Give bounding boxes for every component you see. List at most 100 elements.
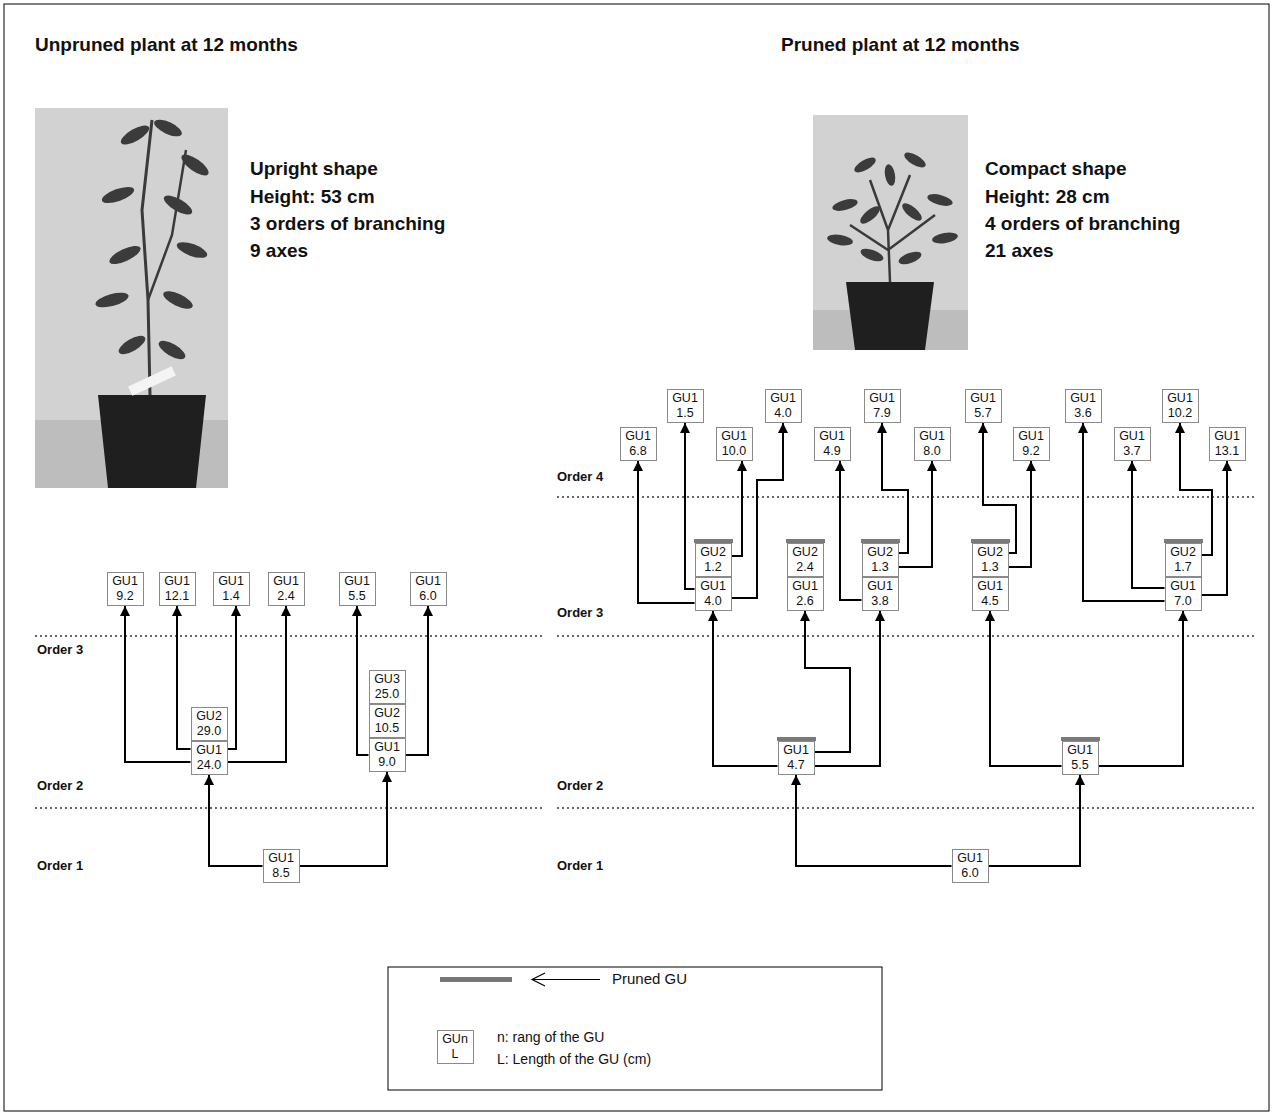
pruned-photo bbox=[813, 115, 968, 350]
growth-unit-box: GU18.0 bbox=[914, 427, 951, 461]
order-lines bbox=[35, 497, 1255, 808]
box-text: 10.5 bbox=[374, 721, 401, 736]
box-text: 6.0 bbox=[957, 866, 984, 881]
growth-unit-box: GU21.3 bbox=[862, 543, 899, 577]
branch-arrow bbox=[805, 611, 850, 752]
box-text: 4.0 bbox=[700, 594, 727, 609]
box-text: 3.6 bbox=[1070, 406, 1097, 421]
leaf bbox=[900, 200, 925, 223]
growth-unit-box: GU11.4 bbox=[213, 572, 250, 606]
panel-heading: Pruned plant at 12 months bbox=[781, 34, 1020, 57]
growth-unit-box: GU13.7 bbox=[1114, 427, 1151, 461]
legend-pointer bbox=[532, 979, 600, 980]
box-text: 6.0 bbox=[415, 589, 442, 604]
box-text: GU1 bbox=[218, 574, 245, 589]
leaf bbox=[831, 197, 859, 213]
box-text: GU1 bbox=[415, 574, 442, 589]
box-text: 12.1 bbox=[164, 589, 191, 604]
box-text: GU1 bbox=[977, 579, 1004, 594]
box-text: GU1 bbox=[112, 574, 139, 589]
box-text: GU1 bbox=[869, 391, 896, 406]
growth-unit-box: GU21.7 bbox=[1165, 543, 1202, 577]
box-text: L bbox=[442, 1047, 469, 1062]
box-text: 7.0 bbox=[1170, 594, 1197, 609]
growth-unit-box: GU113.1 bbox=[1209, 427, 1246, 461]
box-text: 4.0 bbox=[770, 406, 797, 421]
order-label: Order 2 bbox=[557, 778, 603, 794]
plant-description: 3 orders of branching bbox=[250, 213, 445, 236]
box-text: GU2 bbox=[196, 709, 223, 724]
growth-unit-box: GU17.0 bbox=[1165, 577, 1202, 611]
box-text: GU1 bbox=[1067, 743, 1094, 758]
growth-unit-box: GU16.0 bbox=[410, 572, 447, 606]
pruned-mark bbox=[777, 737, 816, 741]
plant-description: Height: 53 cm bbox=[250, 186, 375, 209]
box-text: 5.5 bbox=[344, 589, 371, 604]
growth-unit-box: GU22.4 bbox=[787, 543, 824, 577]
box-text: GU1 bbox=[268, 851, 295, 866]
box-text: 1.2 bbox=[700, 560, 727, 575]
legend-note: n: rang of the GU bbox=[497, 1029, 604, 1046]
growth-unit-box: GU18.5 bbox=[263, 849, 300, 883]
legend-text: Pruned GU bbox=[612, 970, 687, 988]
plant-description: 21 axes bbox=[985, 240, 1054, 263]
branch-arrow bbox=[125, 606, 191, 762]
box-text: GU2 bbox=[374, 706, 401, 721]
box-text: GU1 bbox=[867, 579, 894, 594]
growth-unit-box: GU16.0 bbox=[952, 849, 989, 883]
leaf bbox=[116, 332, 148, 357]
box-text: GU1 bbox=[374, 740, 401, 755]
branch-arrow bbox=[990, 611, 1062, 766]
box-text: GU1 bbox=[700, 579, 727, 594]
box-text: 4.9 bbox=[819, 444, 846, 459]
leaf bbox=[826, 233, 853, 247]
growth-unit-box: GU13.8 bbox=[862, 577, 899, 611]
branch-arrow bbox=[882, 423, 908, 553]
growth-unit-box: GU12.6 bbox=[787, 577, 824, 611]
box-text: 6.8 bbox=[625, 444, 652, 459]
growth-unit-box: GU110.0 bbox=[716, 427, 753, 461]
leaf bbox=[859, 246, 885, 264]
branch-arrow bbox=[713, 611, 778, 766]
growth-unit-box: GU21.3 bbox=[972, 543, 1009, 577]
branch-arrow bbox=[177, 606, 191, 749]
order-label: Order 1 bbox=[557, 858, 603, 874]
plant-stem bbox=[142, 120, 152, 395]
plant-description: 9 axes bbox=[250, 240, 308, 263]
box-text: 8.0 bbox=[919, 444, 946, 459]
branch-arrow bbox=[209, 775, 263, 866]
leaf bbox=[902, 150, 928, 171]
pruned-mark bbox=[971, 539, 1010, 543]
leaf bbox=[152, 116, 184, 140]
legend-frame bbox=[388, 967, 882, 1090]
order-label: Order 3 bbox=[557, 605, 603, 621]
pruned-mark bbox=[1164, 539, 1203, 543]
box-text: GU1 bbox=[970, 391, 997, 406]
plant-pot bbox=[98, 395, 206, 488]
box-text: GU1 bbox=[957, 851, 984, 866]
branch-arrow bbox=[840, 461, 862, 600]
growth-unit-box: GU21.2 bbox=[695, 543, 732, 577]
growth-unit-box: GU19.0 bbox=[369, 738, 406, 772]
branch-arrow bbox=[228, 606, 237, 749]
leaf bbox=[161, 192, 195, 218]
box-text: 4.7 bbox=[783, 758, 810, 773]
branch-arrow bbox=[228, 606, 287, 762]
leaf bbox=[161, 288, 195, 312]
box-text: 5.5 bbox=[1067, 758, 1094, 773]
pruned-sample-bar bbox=[440, 977, 512, 982]
box-text: 25.0 bbox=[374, 687, 401, 702]
box-text: 29.0 bbox=[196, 724, 223, 739]
growth-unit-box: GU11.5 bbox=[667, 389, 704, 423]
outer-frame bbox=[4, 4, 1269, 1111]
plant-stem bbox=[148, 150, 186, 300]
branch-arrow bbox=[1009, 461, 1032, 567]
box-text: GU1 bbox=[1018, 429, 1045, 444]
plant-tag bbox=[128, 366, 176, 395]
plant-leaves bbox=[826, 150, 958, 267]
growth-unit-box: GU17.9 bbox=[864, 389, 901, 423]
box-text: 1.7 bbox=[1170, 560, 1197, 575]
box-text: GU1 bbox=[792, 579, 819, 594]
leaf bbox=[858, 203, 883, 226]
box-text: GU1 bbox=[770, 391, 797, 406]
